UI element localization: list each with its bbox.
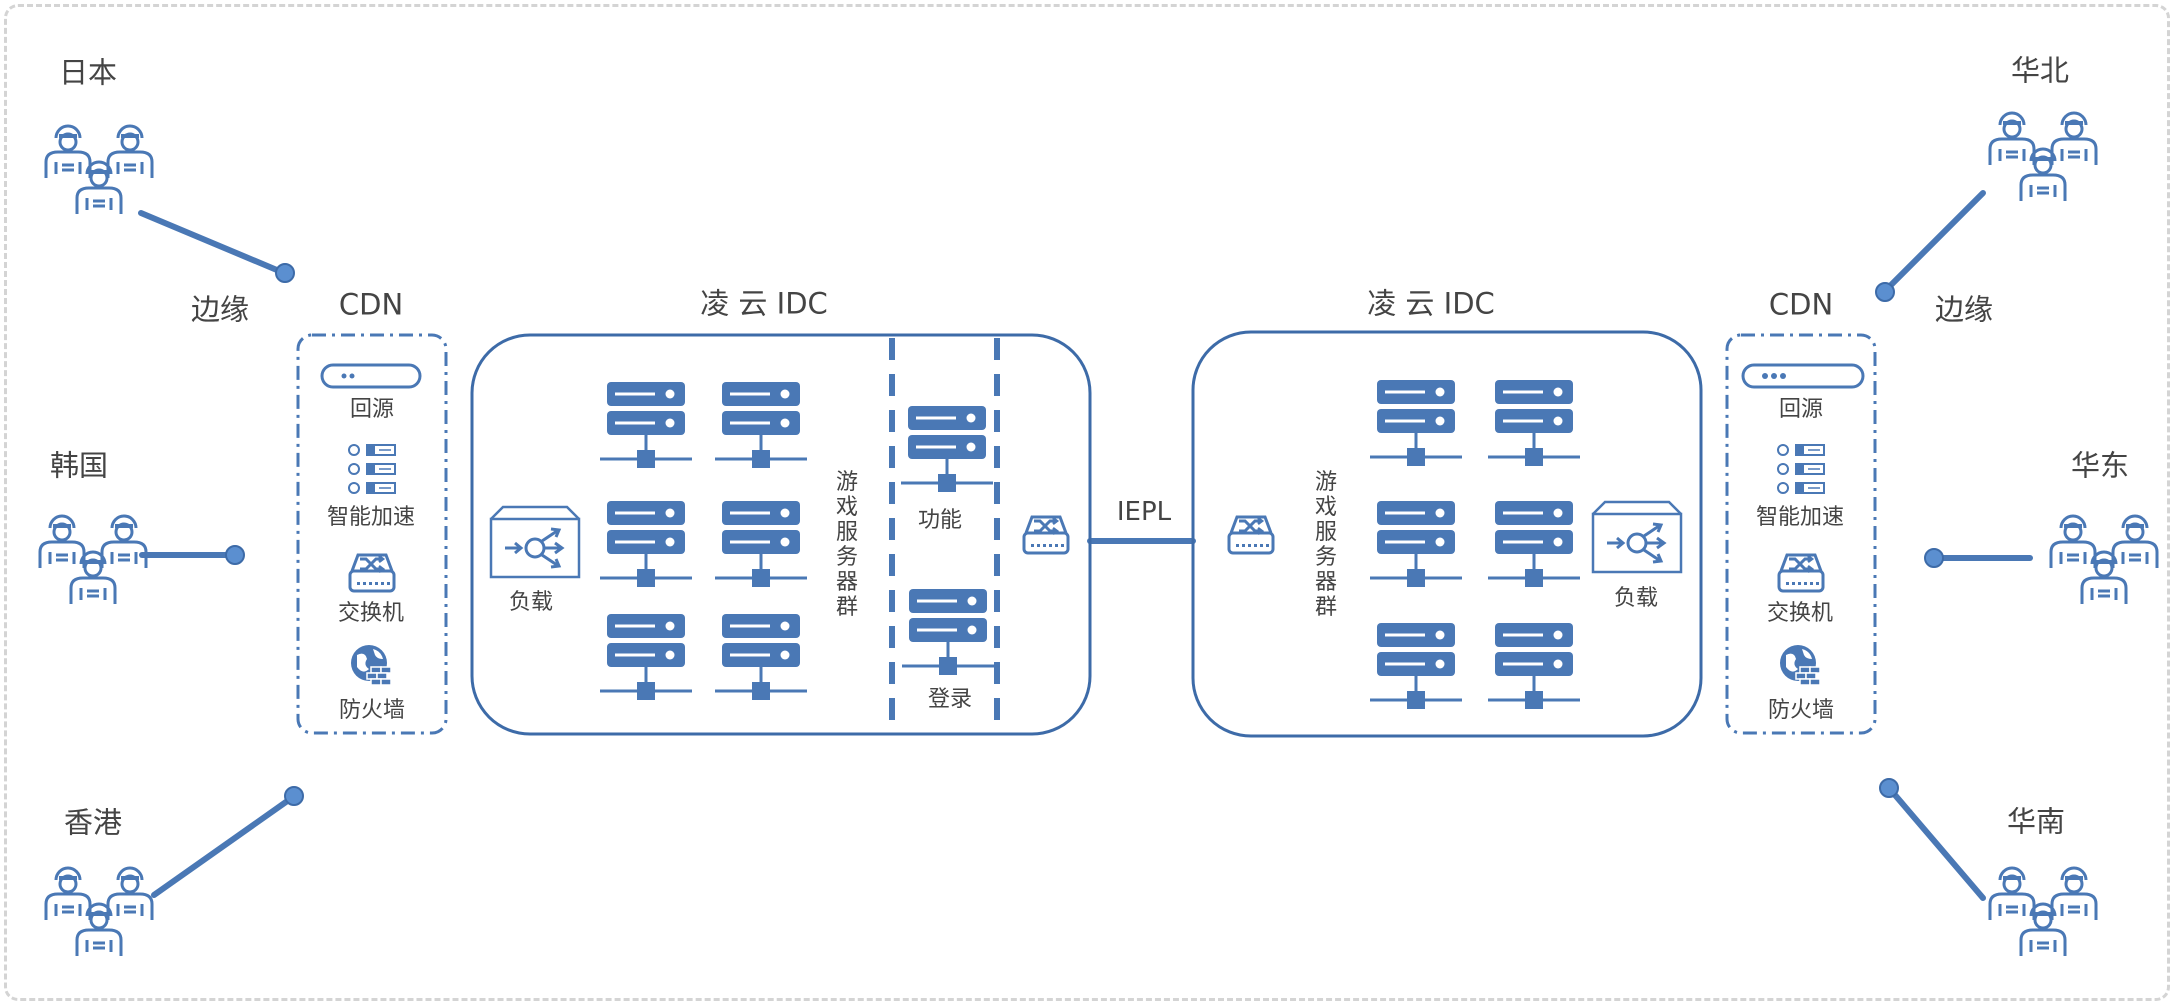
cdn-firewall-label-right: 防火墙 (1767, 698, 1835, 723)
edge-label-left: 边缘 (190, 292, 250, 327)
origin-icon-left (320, 363, 422, 389)
idc-box-right (1191, 330, 1703, 738)
cdn-switch-label-left: 交换机 (337, 601, 405, 626)
cdn-accel-label-left: 智能加速 (326, 505, 416, 530)
iepl-label: IEPL (1116, 497, 1172, 527)
server-icon (1368, 499, 1464, 589)
cdn-accel-label-right: 智能加速 (1755, 505, 1845, 530)
loadbalancer-icon-right (1591, 500, 1683, 574)
idc-box-left (470, 333, 1092, 736)
firewall-icon-right (1779, 644, 1821, 686)
region-label-north-china: 华北 (2010, 53, 2070, 88)
outer-frame (4, 4, 2170, 1001)
server-icon (1368, 378, 1464, 468)
cdn-box-left (296, 333, 448, 735)
users-korea-icon (40, 516, 146, 604)
users-japan-icon (46, 126, 152, 214)
server-icon (598, 612, 694, 702)
load-label-left: 负载 (508, 590, 554, 615)
cdn-box-right (1725, 333, 1877, 735)
server-icon (598, 499, 694, 589)
server-icon (1486, 621, 1582, 711)
server-icon (1486, 378, 1582, 468)
server-icon (713, 380, 809, 470)
users-south-china-icon (1990, 868, 2096, 956)
firewall-icon-left (350, 644, 392, 686)
switch-icon-idc-right (1227, 515, 1275, 555)
game-servers-label-left: 游戏服务器群 (835, 470, 858, 620)
login-server-icon (900, 587, 996, 677)
edge-node-north-china (1875, 282, 1895, 302)
cdn-switch-label-right: 交换机 (1766, 601, 1834, 626)
edge-link-hongkong (151, 794, 296, 898)
switch-icon-left (348, 553, 396, 593)
switch-icon-idc-left (1022, 515, 1070, 555)
edge-label-right: 边缘 (1934, 292, 1994, 327)
server-icon (713, 612, 809, 702)
idc-title-left: 凌 云 IDC (700, 286, 828, 321)
server-icon (1368, 621, 1464, 711)
edge-node-japan (275, 263, 295, 283)
login-label: 登录 (927, 687, 973, 712)
edge-node-korea (225, 545, 245, 565)
function-label: 功能 (917, 508, 963, 533)
cdn-title-left: CDN (338, 287, 404, 322)
region-label-japan: 日本 (58, 55, 118, 90)
loadbalancer-icon-left (489, 505, 581, 579)
server-icon (713, 499, 809, 589)
edge-node-hongkong (284, 786, 304, 806)
load-label-right: 负载 (1613, 586, 1659, 611)
edge-link-south-china (1886, 785, 1986, 901)
game-servers-label-right: 游戏服务器群 (1314, 470, 1337, 620)
users-east-china-icon (2051, 516, 2157, 604)
server-icon (598, 380, 694, 470)
region-label-hongkong: 香港 (63, 805, 123, 840)
users-hongkong-icon (46, 868, 152, 956)
cdn-origin-label-left: 回源 (349, 397, 395, 422)
cdn-firewall-label-left: 防火墙 (338, 698, 406, 723)
switch-icon-right (1777, 553, 1825, 593)
users-north-china-icon (1990, 113, 2096, 201)
cdn-title-right: CDN (1768, 287, 1834, 322)
edge-link-japan (138, 210, 287, 276)
region-label-east-china: 华东 (2070, 448, 2130, 483)
region-label-korea: 韩国 (49, 448, 109, 483)
function-server-icon (899, 404, 995, 494)
region-label-south-china: 华南 (2006, 804, 2066, 839)
smart-accel-icon-right (1777, 444, 1825, 494)
edge-node-south-china (1879, 778, 1899, 798)
origin-icon-right (1741, 363, 1865, 389)
server-icon (1486, 499, 1582, 589)
idc-title-right: 凌 云 IDC (1367, 286, 1495, 321)
smart-accel-icon-left (348, 444, 396, 494)
edge-link-north-china (1882, 190, 1986, 294)
edge-node-east-china (1924, 548, 1944, 568)
cdn-origin-label-right: 回源 (1778, 397, 1824, 422)
